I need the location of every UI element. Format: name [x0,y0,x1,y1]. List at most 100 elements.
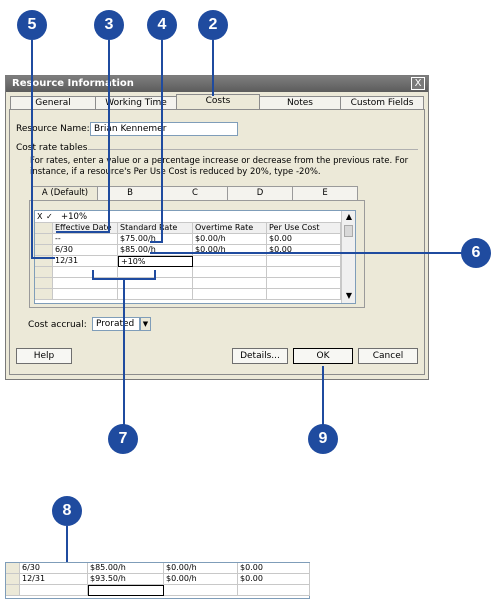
table-cell[interactable]: $0.00/h [164,574,238,585]
callout-4: 4 [147,10,177,40]
grid-corner [35,223,53,234]
table-cell[interactable] [267,267,341,278]
leader-line-3 [108,40,110,232]
leader-line-7 [123,278,125,425]
callout-9: 9 [308,424,338,454]
table-cell[interactable]: $0.00 [238,563,310,574]
entry-bar: X ✓ +10% [35,211,341,223]
table-cell[interactable] [53,267,118,278]
leader-line-6 [150,252,462,254]
row-header [6,574,20,585]
leader-line-4 [150,241,163,243]
callout-8: 8 [52,496,82,526]
table-cell[interactable]: 6/30 [53,245,118,256]
table-cell[interactable] [267,278,341,289]
row-header [35,256,53,267]
table-cell[interactable]: $0.00 [267,234,341,245]
table-cell[interactable] [193,256,267,267]
leader-line-5 [31,257,55,259]
row-header [6,563,20,574]
table-cell[interactable]: 12/31 [20,574,88,585]
subtab-a-default[interactable]: A (Default) [32,186,98,200]
result-grid-snippet[interactable]: 6/30 $85.00/h $0.00/h $0.00 12/31 $93.50… [5,562,310,599]
callout-5: 5 [17,10,47,40]
help-button[interactable]: Help [16,348,72,364]
leader-line-4 [161,40,163,242]
table-cell[interactable] [118,278,193,289]
close-button[interactable]: X [411,77,425,90]
row-header [35,245,53,256]
vertical-scrollbar[interactable]: ▲ ▼ [341,211,355,303]
resource-information-dialog: Resource Information X General Working T… [5,75,429,380]
table-cell[interactable] [53,289,118,300]
leader-line-7 [92,270,94,280]
callout-6: 6 [461,238,491,268]
leader-line-8 [66,526,68,578]
table-cell[interactable]: 6/30 [20,563,88,574]
leader-line-5 [31,40,33,258]
ok-button[interactable]: OK [293,348,353,364]
subtab-b[interactable]: B [97,186,163,200]
entry-value[interactable]: +10% [61,212,88,222]
col-effective-date: Effective Date [53,223,118,234]
scroll-thumb[interactable] [344,225,353,237]
table-cell[interactable] [193,289,267,300]
table-cell[interactable]: $0.00 [238,574,310,585]
cancel-entry-icon[interactable]: X [37,212,43,221]
subtab-d[interactable]: D [227,186,293,200]
cost-accrual-select[interactable]: Prorated [92,317,140,331]
details-button[interactable]: Details... [232,348,288,364]
subtab-c[interactable]: C [162,186,228,200]
active-table-cell[interactable] [88,585,164,596]
table-cell[interactable]: $93.50/h [88,574,164,585]
table-cell[interactable] [267,289,341,300]
tab-custom-fields[interactable]: Custom Fields [340,96,424,111]
callout-2: 2 [198,10,228,40]
row-header [35,289,53,300]
table-cell[interactable] [238,585,310,596]
table-cell[interactable]: 12/31 [53,256,118,267]
row-header [6,585,20,596]
callout-3: 3 [94,10,124,40]
col-overtime-rate: Overtime Rate [193,223,267,234]
col-per-use-cost: Per Use Cost [267,223,341,234]
table-cell[interactable]: $0.00/h [193,245,267,256]
table-cell[interactable]: $85.00/h [118,245,193,256]
leader-line-9 [322,366,324,426]
row-header [35,234,53,245]
resource-name-label: Resource Name: [16,124,90,134]
table-cell[interactable] [267,256,341,267]
table-cell[interactable] [193,278,267,289]
table-cell[interactable] [118,289,193,300]
resource-name-field[interactable]: Brian Kennemer [90,122,238,136]
accept-entry-icon[interactable]: ✓ [46,212,53,221]
table-cell[interactable]: $0.00/h [164,563,238,574]
callout-7: 7 [108,424,138,454]
active-table-cell[interactable]: +10% [118,256,193,267]
col-standard-rate: Standard Rate [118,223,193,234]
leader-line-3 [56,231,110,233]
chevron-down-icon[interactable]: ▼ [140,317,151,331]
table-cell[interactable]: $0.00 [267,245,341,256]
cancel-button[interactable]: Cancel [358,348,418,364]
table-cell[interactable]: $0.00/h [193,234,267,245]
leader-line-7 [154,270,156,280]
cost-accrual-label: Cost accrual: [28,320,87,330]
group-divider [88,149,418,150]
table-cell[interactable] [164,585,238,596]
scroll-up-icon[interactable]: ▲ [345,212,353,221]
table-cell[interactable] [53,278,118,289]
table-cell[interactable] [193,267,267,278]
cost-table-panel [29,200,365,308]
table-cell[interactable] [20,585,88,596]
dialog-title: Resource Information [12,78,134,89]
leader-line-2 [212,40,214,96]
subtab-e[interactable]: E [292,186,358,200]
cost-rate-grid[interactable]: X ✓ +10% Effective Date Standard Rate Ov… [34,210,356,304]
table-cell[interactable]: -- [53,234,118,245]
cost-rate-description: For rates, enter a value or a percentage… [30,156,409,177]
cost-rate-tables-label: Cost rate tables [16,143,88,153]
table-cell[interactable]: $75.00/h [118,234,193,245]
table-cell[interactable]: $85.00/h [88,563,164,574]
scroll-down-icon[interactable]: ▼ [345,291,353,300]
